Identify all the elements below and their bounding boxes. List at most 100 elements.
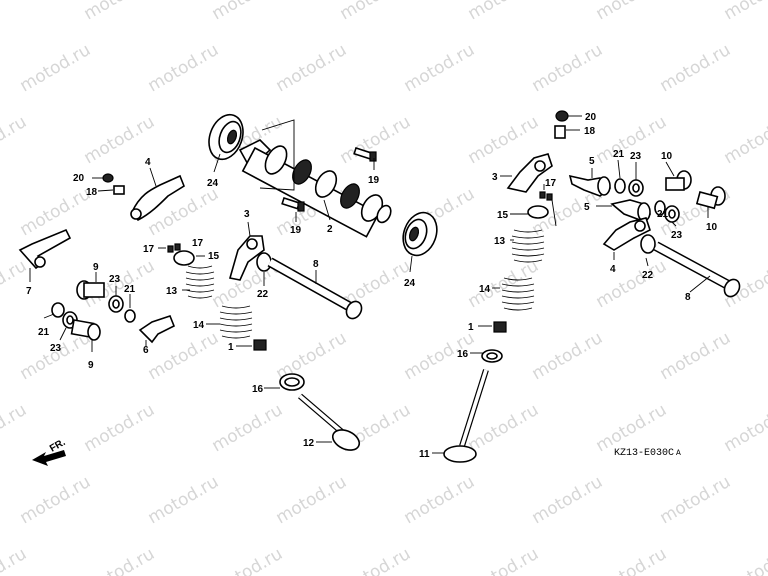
callout-label: 21 (124, 284, 136, 295)
watermark-text: motod.ru (657, 40, 735, 96)
callout-label: 21 (38, 327, 50, 338)
spring-retainer-15-right (527, 205, 549, 219)
nut-20-right (555, 110, 569, 122)
watermark-text: motod.ru (721, 544, 768, 576)
callout-label: 22 (257, 289, 269, 300)
camshaft (238, 139, 392, 238)
diagram-code-main: KZ13-E030C (614, 448, 674, 459)
watermark-text: motod.ru (209, 544, 287, 576)
callout-label: 1 (468, 322, 474, 333)
callout-label: 13 (166, 286, 178, 297)
callout-label: 13 (494, 236, 506, 247)
callout-label: 11 (419, 449, 430, 460)
rocker-arm-3-right (506, 153, 553, 193)
callout-label: 22 (642, 270, 654, 281)
watermark-text: motod.ru (0, 544, 30, 576)
watermark-text: motod.ru (337, 0, 415, 24)
watermark-text: motod.ru (209, 400, 287, 456)
washer-21-lower (51, 302, 65, 318)
washer-22-right (640, 234, 656, 254)
watermark-text: motod.ru (657, 328, 735, 384)
rocker-arm-5-upper (568, 174, 612, 197)
watermark-text: motod.ru (145, 40, 223, 96)
callout-label: 7 (26, 286, 32, 297)
bolt-19-upper (353, 146, 377, 162)
callout-label: 19 (368, 175, 380, 186)
watermark-text: motod.ru (0, 0, 30, 24)
rocker-arm-3-left (228, 235, 265, 281)
valve-seat-16-right (481, 349, 503, 363)
watermark-text: motod.ru (721, 400, 768, 456)
front-direction-arrow (32, 450, 66, 466)
watermark-text: motod.ru (593, 0, 671, 24)
callout-label: 15 (208, 251, 220, 262)
watermark-text: motod.ru (273, 40, 351, 96)
callout-label: 23 (671, 230, 683, 241)
callout-label: 19 (290, 225, 302, 236)
callout-label: 3 (244, 209, 250, 220)
callout-label: 18 (584, 126, 596, 137)
callout-label: 9 (93, 262, 99, 273)
watermark-text: motod.ru (0, 112, 30, 168)
rocker-shaft-8-right (653, 241, 741, 298)
camshaft-bearing-right (402, 211, 438, 257)
washer-23-upper (108, 295, 124, 313)
watermark-text: motod.ru (593, 256, 671, 312)
rocker-arm-7 (18, 228, 72, 270)
callout-label: 8 (685, 292, 691, 303)
callout-label: 21 (657, 209, 669, 220)
callout-label: 10 (706, 222, 718, 233)
cotter-17-right (539, 191, 553, 201)
callout-label: 5 (584, 202, 590, 213)
watermark-text: motod.ru (593, 544, 671, 576)
watermark-text: motod.ru (17, 472, 95, 528)
valve-seat-16-left (279, 373, 305, 391)
callout-labels: 20 18 4 24 19 2 19 24 3 17 17 15 7 9 23 … (26, 112, 718, 460)
callout-label: 17 (143, 244, 155, 255)
exhaust-valve-12 (298, 393, 361, 451)
callout-label: 16 (252, 384, 264, 395)
watermark-text: motod.ru (0, 400, 30, 456)
rocker-arm-5-lower (610, 199, 652, 222)
rocker-arm-4-right (602, 217, 651, 251)
rocker-pin-10-upper (665, 170, 692, 191)
camshaft-bearing-left (208, 113, 244, 161)
watermark-text: motod.ru (81, 0, 159, 24)
watermark-text: motod.ru (465, 112, 543, 168)
watermark-text: motod.ru (81, 544, 159, 576)
callout-label: 1 (228, 342, 234, 353)
rocker-arm-6 (138, 315, 176, 344)
cotter-17-left (167, 243, 181, 253)
watermark-text: motod.ru (529, 472, 607, 528)
callout-label: 23 (109, 274, 121, 285)
watermark-text: motod.ru (17, 40, 95, 96)
watermark-text: motod.ru (0, 256, 30, 312)
callout-label: 17 (192, 238, 204, 249)
washer-22-left (256, 252, 272, 272)
watermark-text: motod.ru (657, 472, 735, 528)
washer-23-right-lower (664, 205, 680, 223)
callout-label: 16 (457, 349, 469, 360)
watermark-text: motod.ru (529, 328, 607, 384)
rocker-pin-9-lower (70, 319, 101, 341)
rocker-shaft-8-left (267, 257, 363, 320)
callout-label: 14 (479, 284, 491, 295)
callout-label: 12 (303, 438, 315, 449)
callout-label: 8 (313, 259, 319, 270)
callout-label: 17 (545, 178, 557, 189)
callout-label: 24 (404, 278, 416, 289)
watermark-text: motod.ru (401, 472, 479, 528)
callout-label: 23 (630, 151, 642, 162)
washer-21-right-upper (614, 178, 626, 194)
valve-spring-13-left (185, 265, 215, 299)
watermark-text: motod.ru (81, 400, 159, 456)
valve-seal-1-left (253, 339, 267, 351)
watermark-text: motod.ru (465, 544, 543, 576)
callout-label: 18 (86, 187, 98, 198)
valve-spring-14-right (501, 277, 535, 311)
watermark-text: motod.ru (337, 544, 415, 576)
watermark-text: motod.ru (145, 472, 223, 528)
spring-retainer-15-left (173, 250, 195, 266)
callout-label: 15 (497, 210, 509, 221)
